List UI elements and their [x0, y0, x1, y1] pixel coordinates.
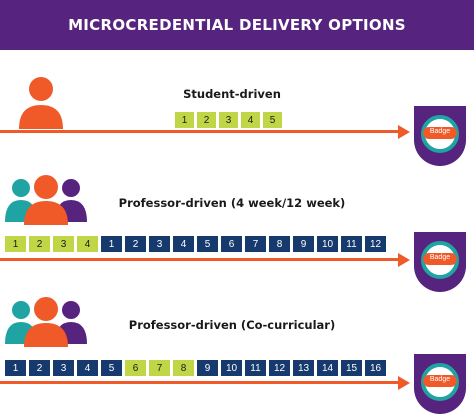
- step-box: 2: [29, 236, 50, 252]
- step-box: 6: [125, 360, 146, 376]
- badge-label: Badge: [429, 128, 451, 135]
- timeline-arrow: [0, 258, 400, 261]
- arrow-head-icon: [398, 375, 410, 390]
- row-label: Professor-driven (4 week/12 week): [118, 196, 346, 210]
- step-box: 8: [173, 360, 194, 376]
- step-box: 15: [341, 360, 362, 376]
- step-box: 1: [5, 236, 26, 252]
- step-box: 5: [197, 236, 218, 252]
- step-box: 3: [53, 236, 74, 252]
- badge-label: Badge: [429, 254, 451, 261]
- step-box: 9: [293, 236, 314, 252]
- step-box: 11: [245, 360, 266, 376]
- page-title: MICROCREDENTIAL DELIVERY OPTIONS: [68, 16, 406, 34]
- step-box: 8: [269, 236, 290, 252]
- header-banner: MICROCREDENTIAL DELIVERY OPTIONS: [0, 0, 474, 50]
- arrow-head-icon: [398, 252, 410, 267]
- badge-label: Badge: [429, 376, 451, 383]
- step-box: 5: [263, 112, 282, 128]
- step-box: 2: [197, 112, 216, 128]
- step-box: 11: [341, 236, 362, 252]
- arrow-head-icon: [398, 124, 410, 139]
- step-box: 12: [269, 360, 290, 376]
- step-box: 10: [317, 236, 338, 252]
- timeline-arrow: [0, 130, 400, 133]
- timeline-arrow: [0, 381, 400, 384]
- step-box: 13: [293, 360, 314, 376]
- step-box: 10: [221, 360, 242, 376]
- step-box: 7: [245, 236, 266, 252]
- step-box: 5: [101, 360, 122, 376]
- row-label: Student-driven: [183, 87, 281, 101]
- group-icon: [5, 297, 87, 347]
- row-label: Professor-driven (Co-curricular): [128, 318, 336, 332]
- step-box: 1: [175, 112, 194, 128]
- step-box: 14: [317, 360, 338, 376]
- step-box: 9: [197, 360, 218, 376]
- step-box: 4: [77, 236, 98, 252]
- step-box: 3: [149, 236, 170, 252]
- step-box: 12: [365, 236, 386, 252]
- step-box: 4: [241, 112, 260, 128]
- step-box: 4: [77, 360, 98, 376]
- badge-icon: Badge: [412, 230, 468, 292]
- step-box: 16: [365, 360, 386, 376]
- badge-icon: Badge: [412, 104, 468, 166]
- step-box: 3: [219, 112, 238, 128]
- single-person-icon: [19, 77, 63, 129]
- badge-icon: Badge: [412, 352, 468, 414]
- step-box: 3: [53, 360, 74, 376]
- group-icon: [5, 175, 87, 225]
- step-box: 2: [29, 360, 50, 376]
- step-box: 6: [221, 236, 242, 252]
- step-box: 1: [101, 236, 122, 252]
- step-box: 7: [149, 360, 170, 376]
- step-box: 2: [125, 236, 146, 252]
- step-box: 4: [173, 236, 194, 252]
- step-box: 1: [5, 360, 26, 376]
